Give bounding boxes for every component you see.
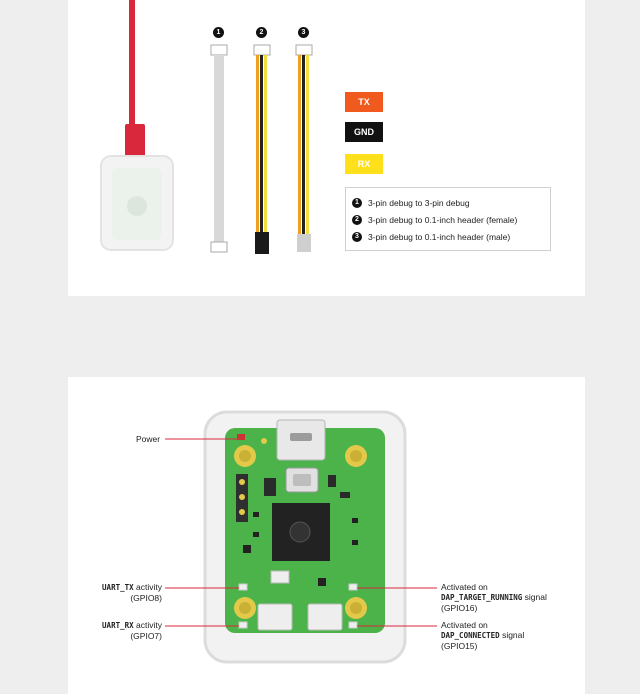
legend-number: 2 [352, 214, 362, 225]
connected-gpio: (GPIO15) [441, 641, 478, 651]
uart-rx-callout: UART_RX activity (GPIO7) [80, 620, 162, 641]
legend-text: 3-pin debug to 3-pin debug [368, 197, 470, 208]
dap-connected-callout: Activated on DAP_CONNECTED signal (GPIO1… [441, 620, 524, 651]
power-callout: Power [136, 434, 161, 444]
target-running-led [348, 583, 358, 591]
uart-rx-led [238, 621, 248, 629]
uart-rx-name: UART_RX [102, 621, 134, 630]
cable-number-2: 2 [256, 27, 267, 38]
connected-name: DAP_CONNECTED [441, 631, 500, 640]
legend-item: 2 3-pin debug to 0.1-inch header (female… [352, 211, 550, 228]
gnd-label: GND [345, 122, 383, 142]
legend-number: 3 [352, 231, 362, 242]
connected-suffix: signal [499, 630, 525, 640]
cable-number-1: 1 [213, 27, 224, 38]
target-running-callout: Activated on DAP_TARGET_RUNNING signal (… [441, 582, 547, 613]
power-led [237, 434, 245, 440]
target-prefix: Activated on [441, 582, 488, 592]
uart-tx-callout: UART_TX activity (GPIO8) [80, 582, 162, 603]
usb-connector [125, 124, 145, 158]
target-gpio: (GPIO16) [441, 603, 478, 613]
legend-text: 3-pin debug to 0.1-inch header (female) [368, 214, 518, 225]
uart-tx-name: UART_TX [102, 583, 134, 592]
legend-number: 1 [352, 197, 362, 208]
cable-2-headers [255, 232, 269, 254]
raspberry-logo-faint [127, 196, 147, 216]
target-suffix: signal [522, 592, 547, 602]
tx-label: TX [345, 92, 383, 112]
cable-1-bottom-plug [210, 241, 228, 253]
uart-connector [257, 603, 293, 631]
target-name: DAP_TARGET_RUNNING [441, 593, 523, 602]
uart-rx-gpio: (GPIO7) [130, 631, 162, 641]
dap-connected-led [348, 621, 358, 629]
cable-number-3: 3 [298, 27, 309, 38]
uart-tx-led [238, 583, 248, 591]
connected-prefix: Activated on [441, 620, 488, 630]
uart-tx-gpio: (GPIO8) [130, 593, 162, 603]
uart-rx-suffix: activity [133, 620, 162, 630]
legend-item: 1 3-pin debug to 3-pin debug [352, 194, 550, 211]
usb-cable [129, 0, 135, 128]
uart-tx-suffix: activity [133, 582, 162, 592]
rx-label: RX [345, 154, 383, 174]
legend-item: 3 3-pin debug to 0.1-inch header (male) [352, 228, 550, 245]
swd-connector [307, 603, 343, 631]
cable-legend: 1 3-pin debug to 3-pin debug 2 3-pin deb… [345, 187, 551, 251]
cable-3-pins [297, 234, 311, 252]
legend-text: 3-pin debug to 0.1-inch header (male) [368, 231, 511, 242]
